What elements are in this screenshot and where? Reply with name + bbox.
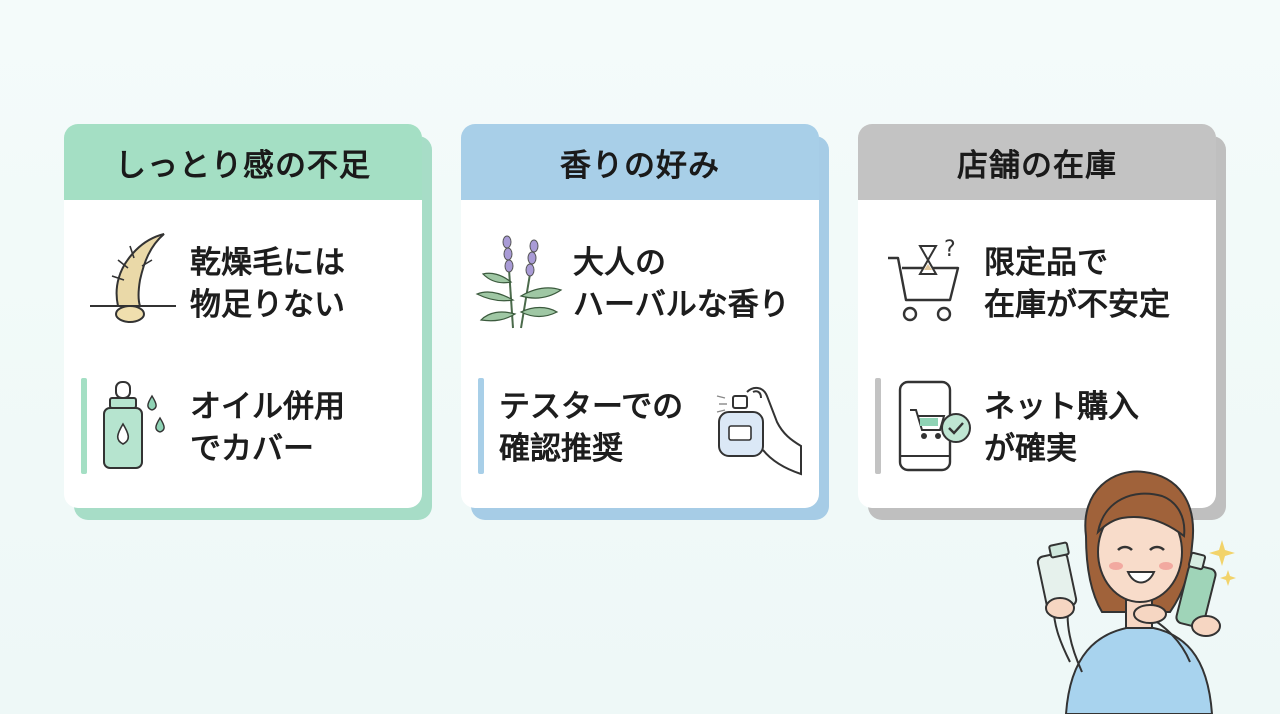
card-fragrance: 香りの好み 大人の ハーバルな	[461, 124, 829, 520]
item-text: 乾燥毛には 物足りない	[190, 245, 345, 323]
item-text: ネット購入 が確実	[984, 389, 1139, 467]
cart-hourglass-icon: ?	[888, 237, 960, 322]
perfume-spray-icon	[716, 386, 802, 476]
smartphone-cart-icon	[898, 380, 971, 472]
accent-bar	[875, 378, 881, 474]
item-text: 限定品で 在庫が不安定	[984, 245, 1170, 323]
card-stock: 店舗の在庫 ? 限定品で 在庫が不安定	[858, 124, 1226, 520]
card-title: 香りの好み	[461, 124, 819, 200]
card-moisture: しっとり感の不足 乾燥毛には 物足りない	[64, 124, 432, 520]
woman-holding-products-illustration	[1036, 470, 1236, 714]
item-text: テスターでの 確認推奨	[499, 389, 684, 467]
item-text: オイル併用 でカバー	[190, 389, 345, 467]
card-face: しっとり感の不足 乾燥毛には 物足りない	[64, 124, 422, 508]
accent-bar	[81, 378, 87, 474]
accent-bar	[478, 378, 484, 474]
card-title: しっとり感の不足	[64, 124, 422, 200]
card-face: 香りの好み 大人の ハーバルな	[461, 124, 819, 508]
lavender-herb-icon	[475, 235, 563, 329]
item-text: 大人の ハーバルな香り	[573, 245, 790, 323]
card-face: 店舗の在庫 ? 限定品で 在庫が不安定	[858, 124, 1216, 508]
card-title: 店舗の在庫	[858, 124, 1216, 200]
dry-hair-icon	[90, 233, 176, 323]
oil-dropper-icon	[103, 381, 165, 469]
svg-text:?: ?	[944, 237, 956, 262]
